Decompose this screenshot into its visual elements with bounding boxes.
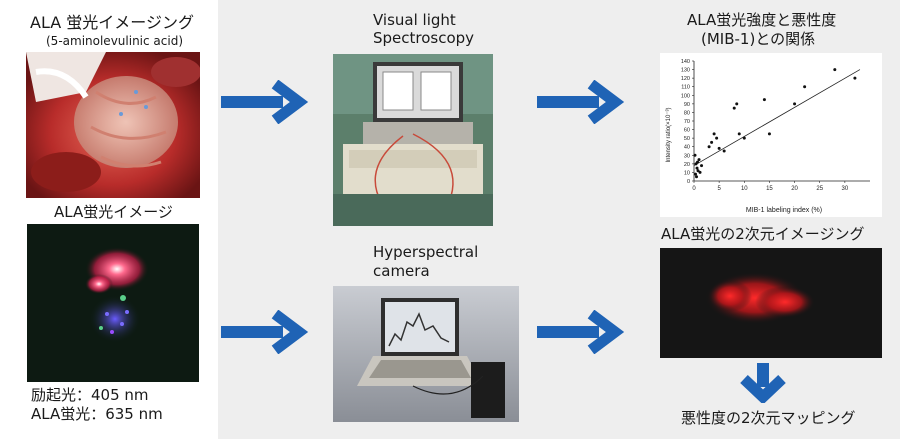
surgery-photo: [26, 52, 200, 198]
data-point: [712, 132, 716, 136]
arrow-right-icon: [537, 310, 625, 354]
arrow-down-icon: [740, 363, 786, 403]
data-point: [762, 98, 766, 102]
chart-title-line2: (MIB-1)との関係: [701, 30, 816, 48]
data-point: [833, 68, 837, 72]
y-tick-label: 110: [681, 85, 690, 91]
ala-image-label: ALA蛍光イメージ: [54, 203, 173, 221]
data-point: [698, 170, 702, 174]
scatter-plot: 0 10 20 30 40 50 60 70 80 90 100 110 120 130 140 0 5 10 15…: [666, 59, 870, 214]
x-tick-label: 20: [791, 186, 798, 192]
data-point: [715, 136, 719, 140]
x-tick-label: 10: [741, 186, 748, 192]
data-point: [803, 85, 807, 89]
hyperspectral-label-line2: camera: [373, 262, 430, 280]
malignancy-mapping-label: 悪性度の2次元マッピング: [681, 409, 856, 427]
spectroscopy-label-line2: Spectroscopy: [373, 29, 475, 47]
data-point: [700, 164, 704, 168]
y-tick-label: 50: [684, 136, 690, 142]
y-tick-label: 130: [681, 68, 690, 74]
arrow-right-icon: [221, 80, 309, 124]
y-tick-label: 30: [684, 153, 690, 159]
x-tick-label: 30: [842, 186, 849, 192]
data-point: [695, 166, 699, 170]
data-point: [694, 172, 698, 176]
y-tick-label: 70: [684, 119, 690, 125]
data-point: [793, 102, 797, 106]
arrow-right-icon: [221, 310, 309, 354]
trend-line: [693, 69, 861, 166]
y-tick-label: 40: [684, 145, 690, 151]
scatter-chart: 0 10 20 30 40 50 60 70 80 90 100 110 120 130 140 0 5 10 15…: [660, 53, 882, 217]
x-tick-label: 0: [692, 186, 696, 192]
chart-title-line1: ALA蛍光強度と悪性度: [687, 11, 837, 29]
y-tick-label: 90: [684, 102, 690, 108]
map-label: ALA蛍光の2次元イメージング: [661, 225, 865, 243]
fluorescence-image: [27, 224, 199, 382]
emission-label: ALA蛍光：635 nm: [31, 405, 163, 423]
y-tick-label: 80: [684, 110, 690, 116]
y-tick-label: 10: [684, 170, 690, 176]
data-point: [737, 132, 741, 136]
data-point: [696, 160, 700, 164]
ala-imaging-title: ALA 蛍光イメージング: [30, 13, 194, 32]
data-point: [693, 153, 697, 157]
y-tick-label: 120: [681, 76, 690, 82]
y-tick-label: 0: [687, 179, 690, 185]
data-point: [853, 76, 857, 80]
ala-subtitle: (5-aminolevulinic acid): [46, 34, 183, 48]
x-axis-label: MIB-1 labeling index (%): [746, 207, 822, 214]
fluorescence-map: [660, 248, 882, 358]
hyperspectral-photo: [333, 286, 519, 422]
data-point: [735, 102, 739, 106]
data-point: [717, 146, 721, 150]
spectroscopy-label-line1: Visual light: [373, 11, 456, 29]
y-tick-label: 20: [684, 162, 690, 168]
data-point: [722, 149, 726, 153]
y-tick-label: 60: [684, 128, 690, 134]
data-point: [696, 169, 700, 173]
y-tick-label: 140: [681, 59, 690, 65]
y-tick-label: 100: [681, 93, 690, 99]
spectroscopy-photo: [333, 54, 493, 226]
data-point: [710, 140, 714, 144]
data-point: [707, 145, 711, 149]
x-tick-label: 15: [766, 186, 773, 192]
data-point: [697, 158, 701, 162]
y-axis-label: Intensity ratio(×10⁻³): [666, 107, 672, 162]
arrow-right-icon: [537, 80, 625, 124]
excitation-label: 励起光：405 nm: [31, 386, 149, 404]
data-point: [767, 132, 771, 136]
data-point: [742, 136, 746, 140]
data-point: [695, 175, 699, 179]
data-point: [732, 106, 736, 110]
x-tick-label: 25: [816, 186, 823, 192]
hyperspectral-label-line1: Hyperspectral: [373, 243, 479, 261]
x-tick-label: 5: [717, 186, 721, 192]
